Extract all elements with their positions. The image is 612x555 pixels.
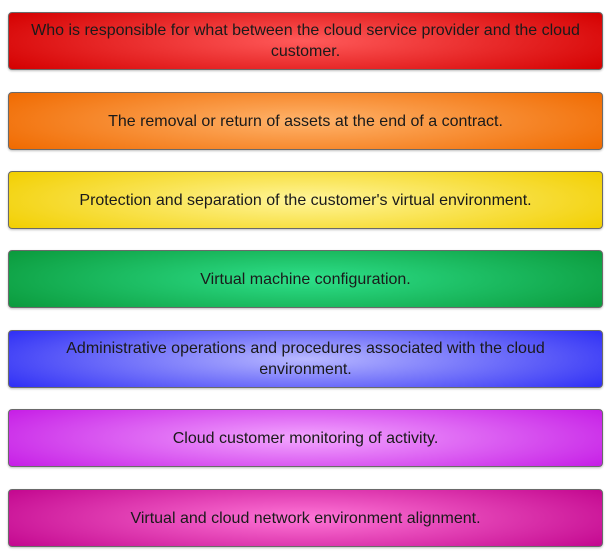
item-text-3: Protection and separation of the custome…: [79, 191, 532, 209]
item-bar-6: Cloud customer monitoring of activity.: [8, 409, 603, 467]
item-text-1: Who is responsible for what between the …: [31, 22, 580, 60]
item-bar-5: Administrative operations and procedures…: [8, 330, 603, 388]
item-bar-2: The removal or return of assets at the e…: [8, 92, 603, 150]
item-bar-7: Virtual and cloud network environment al…: [8, 489, 603, 547]
item-text-6: Cloud customer monitoring of activity.: [172, 429, 439, 447]
item-bar-3: Protection and separation of the custome…: [8, 171, 603, 229]
item-text-2: The removal or return of assets at the e…: [108, 112, 503, 130]
item-text-5: Administrative operations and procedures…: [66, 340, 545, 378]
item-text-7: Virtual and cloud network environment al…: [130, 509, 481, 527]
item-bar-4: Virtual machine configuration.: [8, 250, 603, 308]
item-bar-1: Who is responsible for what between the …: [8, 12, 603, 70]
item-text-4: Virtual machine configuration.: [200, 270, 411, 288]
